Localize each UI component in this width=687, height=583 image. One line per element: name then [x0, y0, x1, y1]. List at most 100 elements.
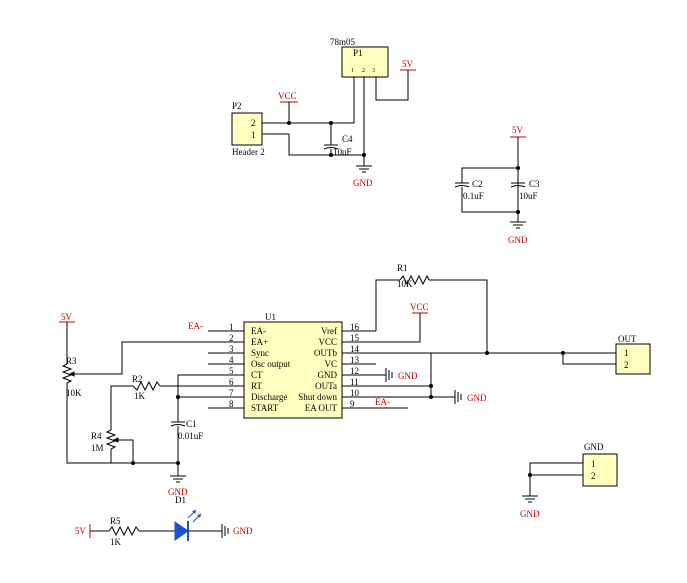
- net-vcc-top: VCC: [278, 91, 297, 101]
- net-5v-decoupling: 5V: [512, 125, 524, 135]
- net-vcc-u1: VCC: [410, 302, 429, 312]
- wire-ct: [177, 374, 208, 422]
- u1-left-wiring: EA- 5V R3 10K R2 1K R4 1M C1 0.01uF GND: [59, 312, 208, 497]
- junction-r4-wiper: [131, 461, 135, 465]
- c4-value: 10uF: [333, 147, 352, 157]
- junction-discharge: [176, 395, 180, 399]
- c3-ref: C3: [529, 179, 540, 189]
- r5-value: 1K: [110, 537, 122, 547]
- u1-pin-name-5: CT: [251, 370, 263, 380]
- gnd-symbol-c1: [170, 475, 186, 483]
- c4-ref: C4: [342, 134, 353, 144]
- header-p2-value: Header 2: [232, 147, 265, 157]
- junction-outa: [429, 384, 433, 388]
- junction-gnd-left: [176, 461, 180, 465]
- wire-r1-bus: [429, 279, 488, 353]
- junction-decoupling-top: [516, 166, 520, 170]
- gnd-symbol-decoupling: [510, 221, 526, 229]
- gnd-symbol-header: [522, 495, 538, 503]
- u1-pin-name-6: RT: [251, 381, 262, 391]
- wire-pot-bottom: [66, 383, 178, 464]
- junction-bus-r1: [485, 351, 489, 355]
- regulator-pin-3: 3: [372, 68, 375, 74]
- r5-resistor: [108, 525, 140, 537]
- r2-ref: R2: [132, 374, 143, 384]
- header-p2-ref: P2: [232, 101, 242, 111]
- c2-value: 0.1uF: [463, 191, 484, 201]
- c1-ref: C1: [186, 419, 197, 429]
- r4-ref: R4: [91, 431, 102, 441]
- r1-value: 10K: [397, 279, 413, 289]
- u1-pin-num-14: 14: [350, 344, 360, 354]
- u1-body: [243, 321, 343, 419]
- c1-value: 0.01uF: [178, 431, 203, 441]
- u1-pin-num-5: 5: [229, 366, 234, 376]
- u1-pin-num-8: 8: [229, 399, 234, 409]
- u1-pin-num-11: 11: [350, 377, 359, 387]
- u1-pin-num-16: 16: [350, 322, 360, 332]
- gnd-header-pin-1: 1: [591, 459, 596, 469]
- header-p2-body: [231, 112, 263, 146]
- led-d1-arrowheads: [192, 510, 201, 518]
- u1-pin-name-16: Vref: [321, 326, 337, 336]
- r4-resistor: [105, 429, 117, 450]
- u1-pin-name-13: VC: [324, 359, 337, 369]
- c2-plate-bottom: [454, 185, 470, 188]
- gnd-header-body: [582, 453, 618, 487]
- junction-c4-top: [329, 121, 333, 125]
- wire-r2-r4: [110, 385, 133, 430]
- regulator-pin-2: 2: [362, 68, 365, 74]
- c3-value: 10uF: [519, 191, 538, 201]
- out-header-body: [615, 343, 651, 375]
- r5-ref: R5: [110, 516, 121, 526]
- gnd-symbol-led: [221, 524, 229, 538]
- led-d1-triangle: [174, 521, 189, 541]
- u1-pin-name-11: OUTa: [315, 381, 337, 391]
- u1-pin-num-13: 13: [350, 355, 360, 365]
- wire-wiper-eaplus: [75, 341, 208, 375]
- u1-pin-num-6: 6: [229, 377, 234, 387]
- regulator-p1-body: [341, 46, 389, 78]
- junction-pin10: [429, 395, 433, 399]
- header-p2-pin-2: 2: [251, 118, 256, 128]
- wire-vref-r1: [375, 279, 400, 331]
- u1-pin-name-8: START: [251, 403, 279, 413]
- junction-gnd-reg: [362, 153, 366, 157]
- u1-pin-name-2: EA+: [251, 337, 268, 347]
- gnd-header-pin-2: 2: [591, 471, 596, 481]
- net-gnd-pin12: GND: [398, 371, 418, 381]
- gnd-header-title: GND: [584, 442, 604, 452]
- net-5v-pot: 5V: [61, 312, 73, 322]
- u1-pin-num-2: 2: [229, 333, 234, 343]
- out-header-title: OUT: [618, 334, 637, 344]
- wire-reg-out: [375, 70, 409, 101]
- regulator-pin-1: 1: [351, 68, 354, 74]
- c3-plate-bottom: [510, 185, 526, 188]
- led-section: 5V R5 1K D1 GND: [75, 495, 253, 547]
- gnd-symbol-pin12: [385, 368, 393, 382]
- u1-pin-name-1: EA-: [251, 326, 266, 336]
- wire-r4-wiper: [118, 439, 134, 463]
- u1-left-pins: 1 2 3 4 5 6 7 8 EA- EA+ Sync Osc output …: [208, 322, 291, 413]
- r1-ref: R1: [397, 263, 408, 273]
- decoupling-section: 5V C2 0.1uF C3 10uF GND: [454, 125, 540, 245]
- net-5v-reg: 5V: [402, 59, 414, 69]
- junction-decoupling-bottom: [516, 210, 520, 214]
- u1-ref: U1: [265, 312, 276, 322]
- net-gnd-c1: GND: [168, 487, 188, 497]
- r2-resistor: [132, 380, 161, 392]
- net-ea-minus-in: EA-: [188, 321, 203, 331]
- net-5v-led: 5V: [75, 526, 87, 536]
- u1-right-wiring: R1 10K VCC GND GND EA-: [375, 263, 616, 409]
- net-gnd-header: GND: [520, 509, 540, 519]
- gnd-symbol-reg: [356, 155, 372, 173]
- r1-resistor: [399, 274, 430, 286]
- junction-gnd-header: [528, 473, 532, 477]
- u1-pin-name-14: OUTb: [314, 348, 337, 358]
- net-gnd-decoupling: GND: [508, 235, 528, 245]
- u1-left-pin-lines: [208, 330, 244, 409]
- u1-right-pins: 16 15 14 13 12 11 10 9 Vref VCC OUTb VC …: [298, 322, 376, 413]
- junction-bus-out: [561, 351, 565, 355]
- net-ea-minus-out: EA-: [375, 397, 390, 407]
- u1-pin-name-15: VCC: [318, 337, 337, 347]
